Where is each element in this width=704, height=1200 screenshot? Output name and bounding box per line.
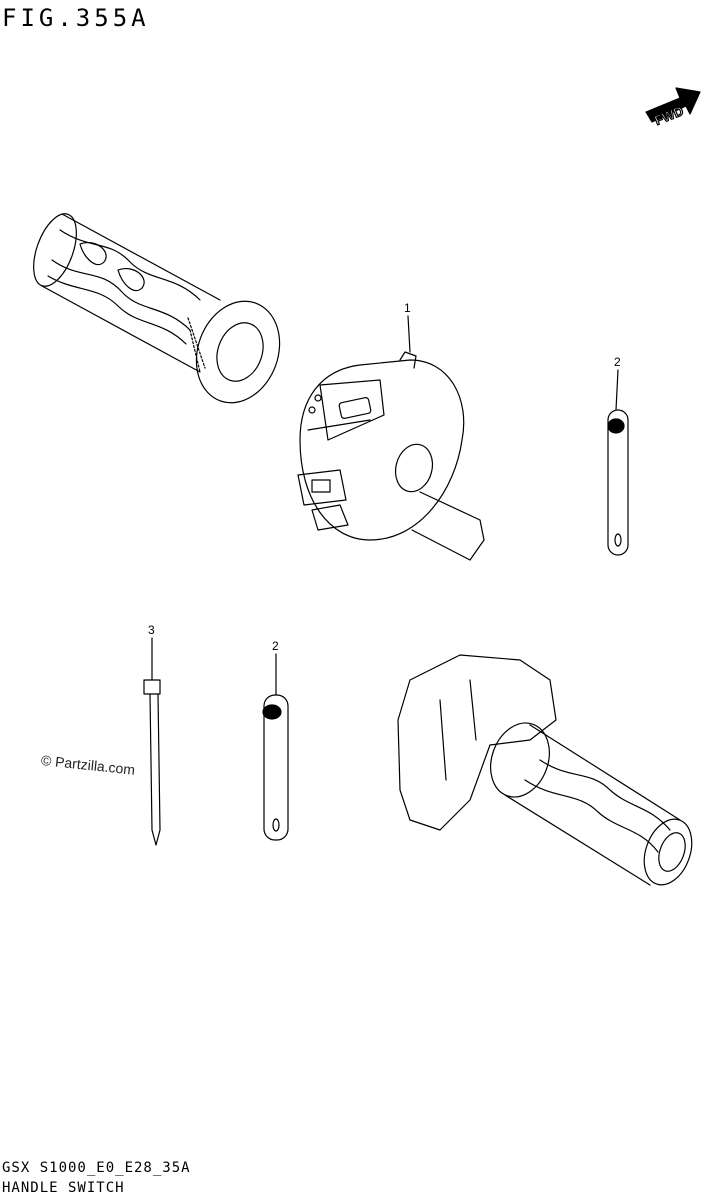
figure-code: GSX S1000_E0_E28_35A [2, 1160, 191, 1176]
callout-3: 3 [148, 623, 155, 637]
callouts: 1 2 3 2 [148, 301, 621, 696]
figure-title: FIG.355A [2, 4, 150, 32]
clamp-strap-lower [262, 694, 289, 841]
clamp-strap-upper [607, 409, 629, 556]
parts-diagram: FWD [33, 87, 701, 886]
fwd-arrow-icon: FWD [645, 87, 701, 129]
handle-switch [297, 351, 485, 561]
right-grip [397, 654, 693, 886]
left-grip [33, 213, 281, 404]
cable-tie [143, 679, 161, 846]
callout-2-upper: 2 [614, 355, 621, 369]
callout-1: 1 [404, 301, 411, 315]
callout-2-lower: 2 [272, 639, 279, 653]
figure-name: HANDLE SWITCH [2, 1180, 125, 1196]
